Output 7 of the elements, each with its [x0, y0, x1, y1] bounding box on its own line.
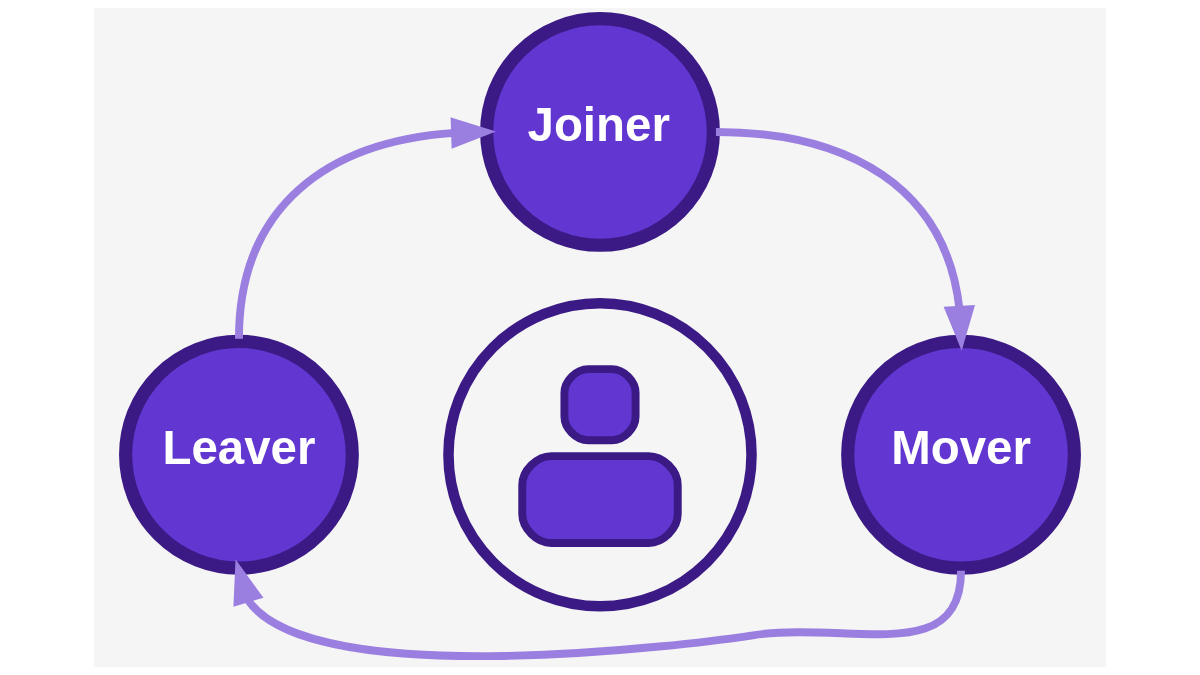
- arrow: [235, 117, 496, 340]
- node-circle: Mover: [841, 334, 1081, 575]
- node-circle: Leaver: [119, 334, 359, 575]
- arrow: [715, 127, 975, 351]
- node-person: [443, 297, 757, 612]
- node-circle: Joiner: [480, 12, 720, 252]
- arrow: [233, 559, 965, 660]
